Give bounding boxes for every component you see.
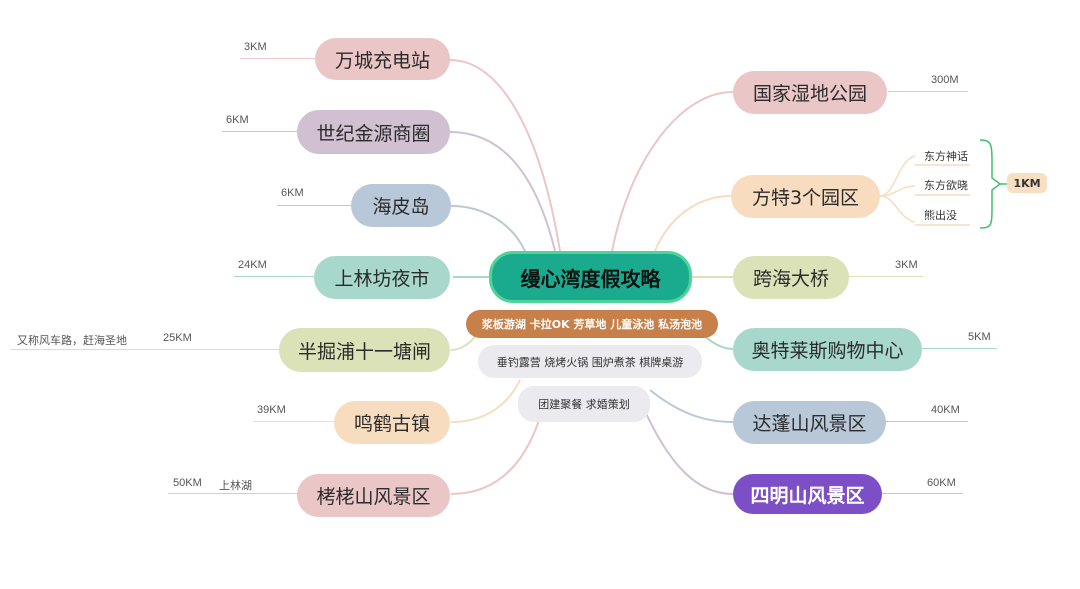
distance-line — [880, 493, 963, 494]
distance-line — [922, 348, 997, 349]
fangte-park-item: 东方欲晓 — [924, 179, 968, 192]
distance-line — [10, 349, 280, 350]
distance-line — [253, 421, 335, 422]
distance-line — [168, 493, 298, 494]
node-dapengshan[interactable]: 达蓬山风景区 — [733, 401, 886, 444]
distance-label: 6KM — [226, 114, 249, 126]
distance-label: 3KM — [244, 41, 267, 53]
distance-label: 50KM — [173, 477, 202, 489]
node-sea-bridge[interactable]: 跨海大桥 — [733, 256, 849, 299]
distance-label: 5KM — [968, 331, 991, 343]
distance-label: 40KM — [931, 404, 960, 416]
node-wancheng-charging[interactable]: 万城充电站 — [315, 38, 450, 80]
distance-line — [888, 91, 968, 92]
node-minghe-town[interactable]: 鸣鹤古镇 — [334, 401, 450, 444]
distance-label: 39KM — [257, 404, 286, 416]
node-shanglinfang-market[interactable]: 上林坊夜市 — [314, 256, 450, 299]
fangte-park-item: 熊出没 — [924, 209, 957, 222]
node-fangte-parks[interactable]: 方特3个园区 — [731, 175, 880, 218]
distance-line — [222, 131, 297, 132]
distance-label: 3KM — [895, 259, 918, 271]
central-topic[interactable]: 缦心湾度假攻略 — [489, 251, 692, 303]
distance-line — [234, 276, 314, 277]
distance-line — [277, 205, 352, 206]
fangte-park-item: 东方神话 — [924, 150, 968, 163]
distance-line — [240, 58, 315, 59]
distance-label: 300M — [931, 74, 959, 86]
node-note: 上林湖 — [219, 479, 252, 492]
node-kaolaoshan[interactable]: 栲栳山风景区 — [297, 474, 450, 517]
distance-label: 60KM — [927, 477, 956, 489]
fangte-distance-badge: 1KM — [1007, 173, 1047, 193]
node-outlets[interactable]: 奥特莱斯购物中心 — [733, 328, 922, 371]
distance-label: 25KM — [163, 332, 192, 344]
distance-line — [848, 276, 923, 277]
activity-tag: 浆板游湖 卡拉OK 芳草地 儿童泳池 私汤泡池 — [466, 310, 718, 338]
node-banjuepu[interactable]: 半掘浦十一塘闸 — [279, 328, 450, 372]
distance-label: 6KM — [281, 187, 304, 199]
node-shiji-jinyuan[interactable]: 世纪金源商圈 — [297, 110, 450, 154]
activity-tag: 垂钓露营 烧烤火锅 围炉煮茶 棋牌桌游 — [478, 345, 702, 378]
distance-line — [885, 421, 968, 422]
node-simingshan[interactable]: 四明山风景区 — [733, 474, 882, 514]
activity-tag: 团建聚餐 求婚策划 — [518, 386, 650, 422]
node-haipi-island[interactable]: 海皮岛 — [351, 184, 451, 227]
node-note: 又称风车路，赶海圣地 — [17, 334, 127, 347]
node-wetland-park[interactable]: 国家湿地公园 — [733, 71, 887, 114]
distance-label: 24KM — [238, 259, 267, 271]
